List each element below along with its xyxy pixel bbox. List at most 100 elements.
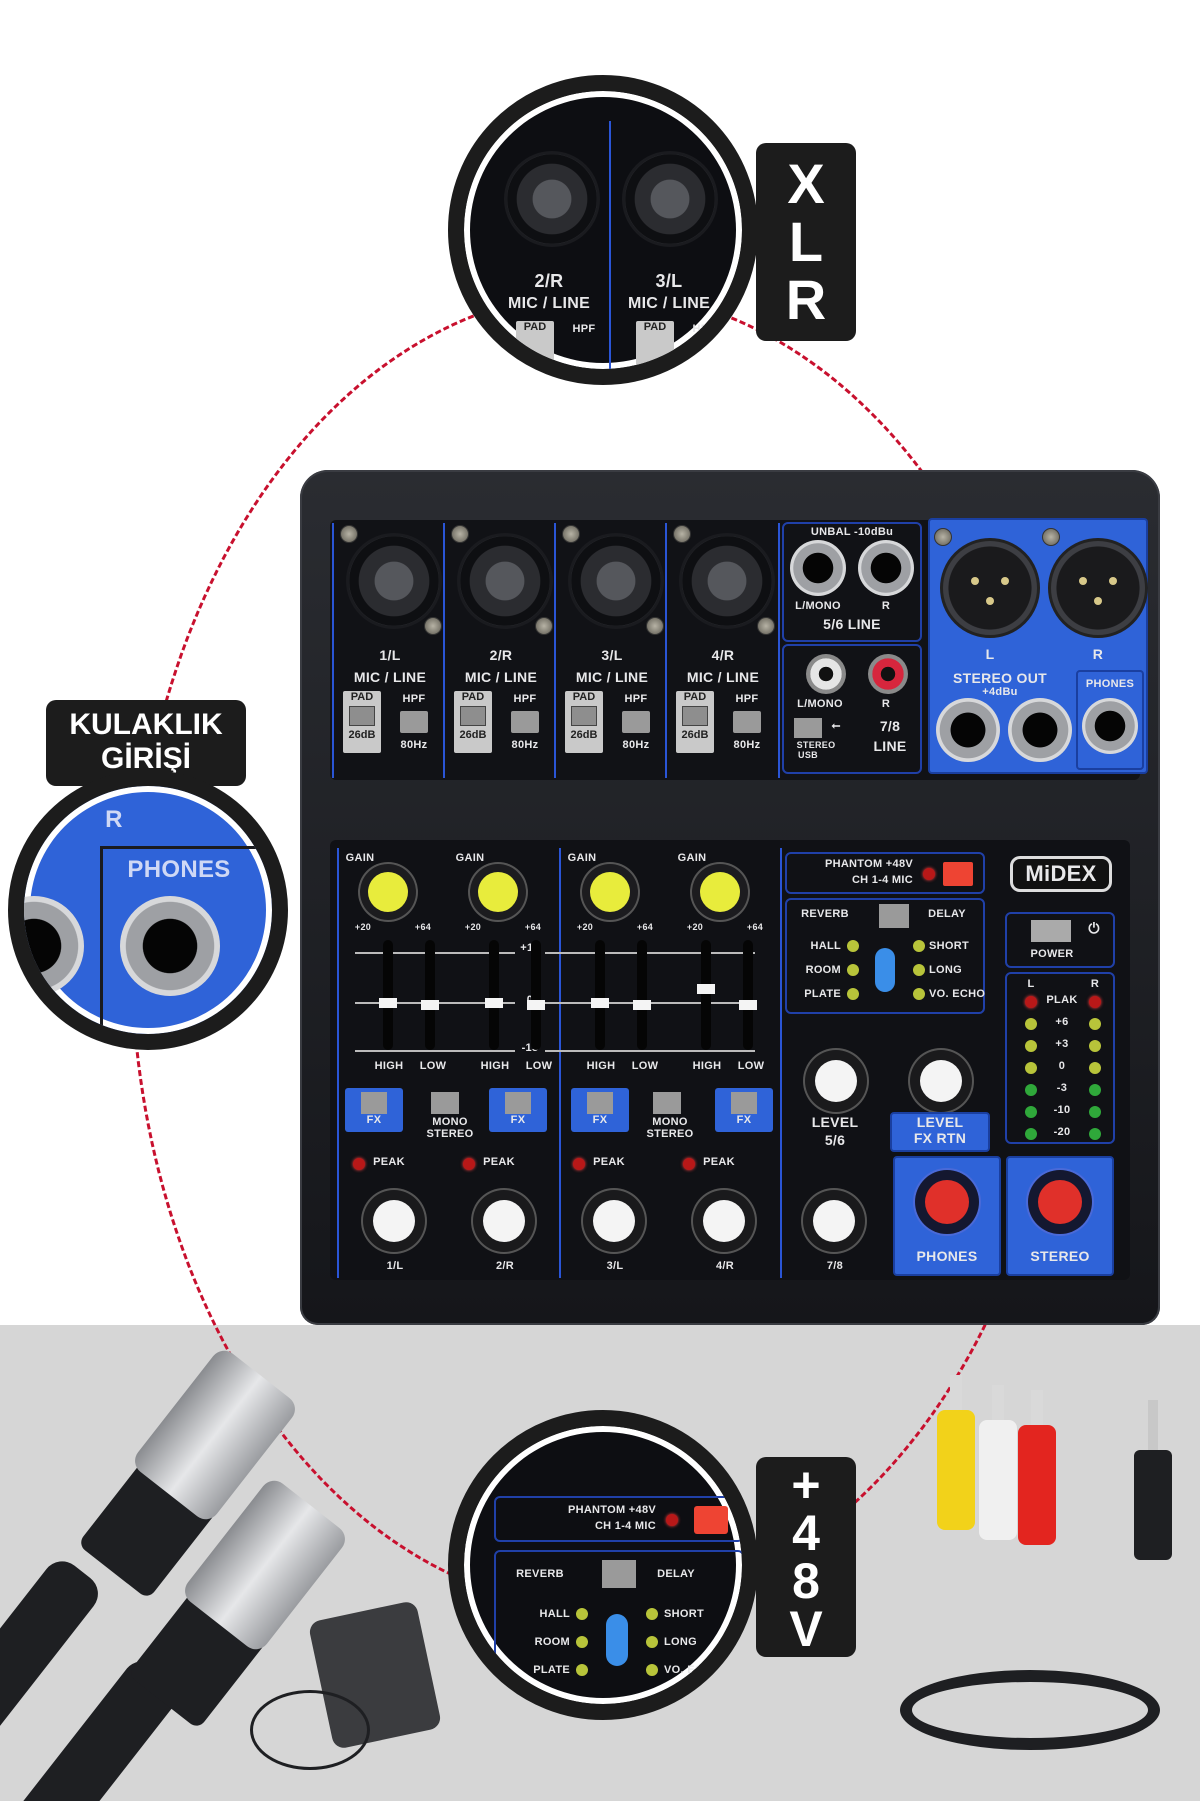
gain-knob-1[interactable] (368, 872, 408, 912)
eq-low-label: LOW (737, 1060, 765, 1072)
lmono-label: L/MONO (795, 600, 841, 612)
high-eq-fader-4[interactable] (697, 940, 715, 1050)
high-eq-fader-1[interactable] (379, 940, 397, 1050)
rca-jack-red[interactable] (868, 654, 908, 694)
peak-led (353, 1158, 365, 1170)
pad-button[interactable]: PAD 26dB (565, 691, 603, 753)
peak-led (683, 1158, 695, 1170)
stereo-label: STEREO (646, 1128, 694, 1140)
effects-section: REVERB DELAY HALL ROOM PLATE SHORT LONG … (785, 898, 985, 1014)
fx-button-4[interactable]: FX (715, 1088, 773, 1132)
fx-button-3[interactable]: FX (571, 1088, 629, 1132)
level-knob-7-8[interactable] (813, 1200, 855, 1242)
pad-key (460, 706, 486, 726)
low-eq-fader-2[interactable] (527, 940, 545, 1050)
high-eq-fader-3[interactable] (591, 940, 609, 1050)
xlr-cable-accessory (0, 1340, 443, 1801)
phantom-power-button[interactable] (943, 862, 973, 886)
high-eq-fader-2[interactable] (485, 940, 503, 1050)
hpf-value: 80Hz (622, 739, 650, 751)
rca-jack-white[interactable] (806, 654, 846, 694)
meter-led (1025, 1018, 1037, 1030)
short-led (913, 940, 925, 952)
fx-button-2[interactable]: FX (489, 1088, 547, 1132)
xlr-out-left[interactable] (940, 538, 1040, 638)
channel-type: MIC / LINE (353, 669, 427, 685)
level-knob-1[interactable] (373, 1200, 415, 1242)
phones-level-knob[interactable] (925, 1180, 969, 1224)
line-5-jack[interactable] (790, 540, 846, 596)
line-6-jack[interactable] (858, 540, 914, 596)
inset-xlr-jack (504, 151, 600, 247)
screw-icon (673, 525, 691, 543)
stereo-label: STEREO (796, 740, 836, 750)
gain-knob-4[interactable] (700, 872, 740, 912)
fx-return-section: LEVEL FX RTN (890, 1020, 990, 1152)
stereo-usb-switch[interactable] (794, 718, 822, 738)
rca-pin (950, 1375, 962, 1415)
mono-stereo-switch-1[interactable] (431, 1092, 459, 1114)
hpf-button[interactable] (511, 711, 539, 733)
reverb-delay-switch[interactable] (879, 904, 909, 928)
gain-knob-2[interactable] (478, 872, 518, 912)
effect-selector-knob[interactable] (875, 948, 895, 992)
stereo-out-jack-left[interactable] (936, 698, 1000, 762)
phantom-zoom-inset: PHANTOM +48V CH 1-4 MIC REVERB DELAY HAL… (448, 1410, 758, 1720)
stereo-out-jack-right[interactable] (1008, 698, 1072, 762)
inset-phantom-line1: PHANTOM +48V (567, 1504, 656, 1516)
xlr-combo-jack-4[interactable] (679, 533, 775, 629)
pad-button[interactable]: PAD 26dB (454, 691, 492, 753)
headphone-input-tag: KULAKLIK GİRİŞİ (46, 700, 246, 786)
hpf-button[interactable] (400, 711, 428, 733)
stereo-level-knob[interactable] (1038, 1180, 1082, 1224)
level-knob-4[interactable] (703, 1200, 745, 1242)
level-channel-name: 1/L (386, 1260, 404, 1272)
low-eq-fader-4[interactable] (739, 940, 757, 1050)
xlr-combo-jack-1[interactable] (346, 533, 442, 629)
meter-led (1089, 1084, 1101, 1096)
channel-2-input-section: 2/R MIC / LINE PAD 26dB HPF 80Hz (451, 525, 553, 775)
inset-phantom-box: PHANTOM +48V CH 1-4 MIC (494, 1496, 742, 1542)
fx-button-1[interactable]: FX (345, 1088, 403, 1132)
level-knob-2[interactable] (483, 1200, 525, 1242)
inset-phantom-line2: CH 1-4 MIC (594, 1520, 656, 1532)
hpf-button[interactable] (622, 711, 650, 733)
strip-divider (609, 121, 611, 369)
xlr-combo-jack-2[interactable] (457, 533, 553, 629)
phones-jack-box: PHONES (1076, 670, 1144, 770)
gain-knob-3[interactable] (590, 872, 630, 912)
strip-divider (337, 848, 339, 1278)
out-l-label: L (985, 646, 995, 662)
channel-4-input-section: 4/R MIC / LINE PAD 26dB HPF 80Hz (673, 525, 775, 775)
screw-icon (562, 525, 580, 543)
hpf-button[interactable] (733, 711, 761, 733)
channel-name: 2/R (489, 647, 513, 663)
level-56-name: 5/6 (824, 1132, 846, 1148)
inset-hpf-label: HPF (692, 323, 716, 335)
xlr-combo-jack-3[interactable] (568, 533, 664, 629)
pad-button[interactable]: PAD 26dB (343, 691, 381, 753)
brand-name: MiDEX (1025, 861, 1097, 886)
phones-jack[interactable] (1082, 698, 1138, 754)
pad-button[interactable]: PAD 26dB (676, 691, 714, 753)
eq-high-label: HIGH (692, 1060, 722, 1072)
jack-35mm-plug (1134, 1450, 1172, 1560)
xlr-out-right[interactable] (1048, 538, 1148, 638)
mono-stereo-switch-2[interactable] (653, 1092, 681, 1114)
low-eq-fader-1[interactable] (421, 940, 439, 1050)
screw-icon (535, 617, 553, 635)
adapter-cord (250, 1690, 370, 1770)
fx-return-knob[interactable] (920, 1060, 962, 1102)
reverb-label: REVERB (801, 908, 849, 920)
line78-subtitle: LINE (873, 738, 907, 754)
power-switch[interactable] (1031, 920, 1071, 942)
room-label: ROOM (805, 964, 841, 976)
level-knob-3[interactable] (593, 1200, 635, 1242)
eq-low-label: LOW (419, 1060, 447, 1072)
tag-letter: + (791, 1457, 821, 1513)
low-eq-fader-3[interactable] (633, 940, 651, 1050)
meter-row-label: +3 (1055, 1038, 1069, 1050)
gain-label: GAIN (345, 852, 375, 864)
level-knob-5-6[interactable] (815, 1060, 857, 1102)
hall-label: HALL (810, 940, 841, 952)
